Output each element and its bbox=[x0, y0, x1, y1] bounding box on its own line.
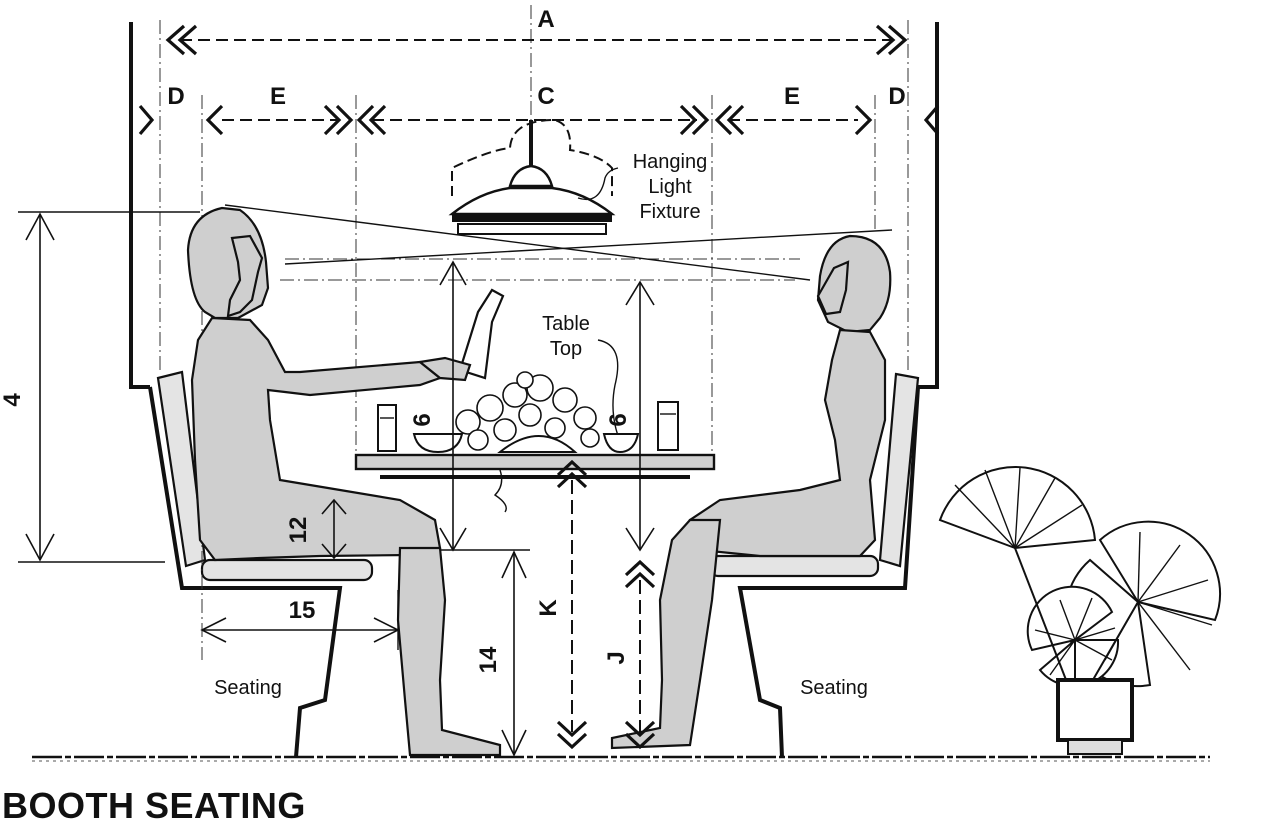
label-E-left: E bbox=[270, 83, 286, 110]
label-E-right: E bbox=[784, 83, 800, 110]
dimension-J: J bbox=[603, 559, 656, 750]
label-J: J bbox=[603, 651, 630, 664]
label-12: 12 bbox=[285, 517, 312, 544]
callout-light: Light bbox=[648, 176, 692, 198]
dimension-12: 12 bbox=[285, 498, 347, 560]
hanging-light-fixture: Hanging Light Fixture bbox=[448, 118, 708, 235]
label-6-right: 6 bbox=[605, 413, 632, 426]
table-items: 6 6 bbox=[377, 288, 679, 513]
label-4: 4 bbox=[0, 393, 26, 407]
callout-table: Table bbox=[542, 313, 590, 335]
right-booth-frame bbox=[737, 22, 939, 758]
label-A: A bbox=[537, 6, 554, 33]
label-14: 14 bbox=[475, 646, 502, 673]
left-booth-frame bbox=[129, 22, 343, 758]
callout-hanging: Hanging bbox=[633, 151, 708, 173]
floor-line bbox=[32, 755, 1210, 762]
right-seat-cushion bbox=[708, 372, 920, 578]
table-height-arrows bbox=[439, 260, 655, 552]
page-title: BOOTH SEATING bbox=[2, 785, 306, 826]
dimension-14: 14 bbox=[440, 549, 530, 757]
right-seated-figure bbox=[610, 234, 892, 750]
label-15: 15 bbox=[289, 597, 316, 624]
label-K: K bbox=[535, 599, 562, 617]
table-top: Table Top bbox=[354, 313, 716, 479]
dimension-DEC-row: D E C E D bbox=[138, 83, 940, 136]
dimension-15: 15 bbox=[200, 590, 400, 650]
label-6-left: 6 bbox=[409, 413, 436, 426]
dimension-K: K bbox=[535, 459, 588, 750]
potted-plant bbox=[938, 466, 1221, 755]
callout-fixture: Fixture bbox=[639, 201, 700, 223]
label-D-left: D bbox=[167, 83, 184, 110]
dimension-A: A bbox=[165, 6, 908, 56]
label-D-right: D bbox=[888, 83, 905, 110]
dimension-4: 4 bbox=[0, 211, 200, 563]
label-C: C bbox=[537, 83, 554, 110]
sight-lines bbox=[224, 204, 893, 281]
left-seated-figure bbox=[186, 206, 502, 757]
label-seating-left: Seating bbox=[214, 677, 282, 699]
callout-top: Top bbox=[550, 338, 582, 360]
label-seating-right: Seating bbox=[800, 677, 868, 699]
